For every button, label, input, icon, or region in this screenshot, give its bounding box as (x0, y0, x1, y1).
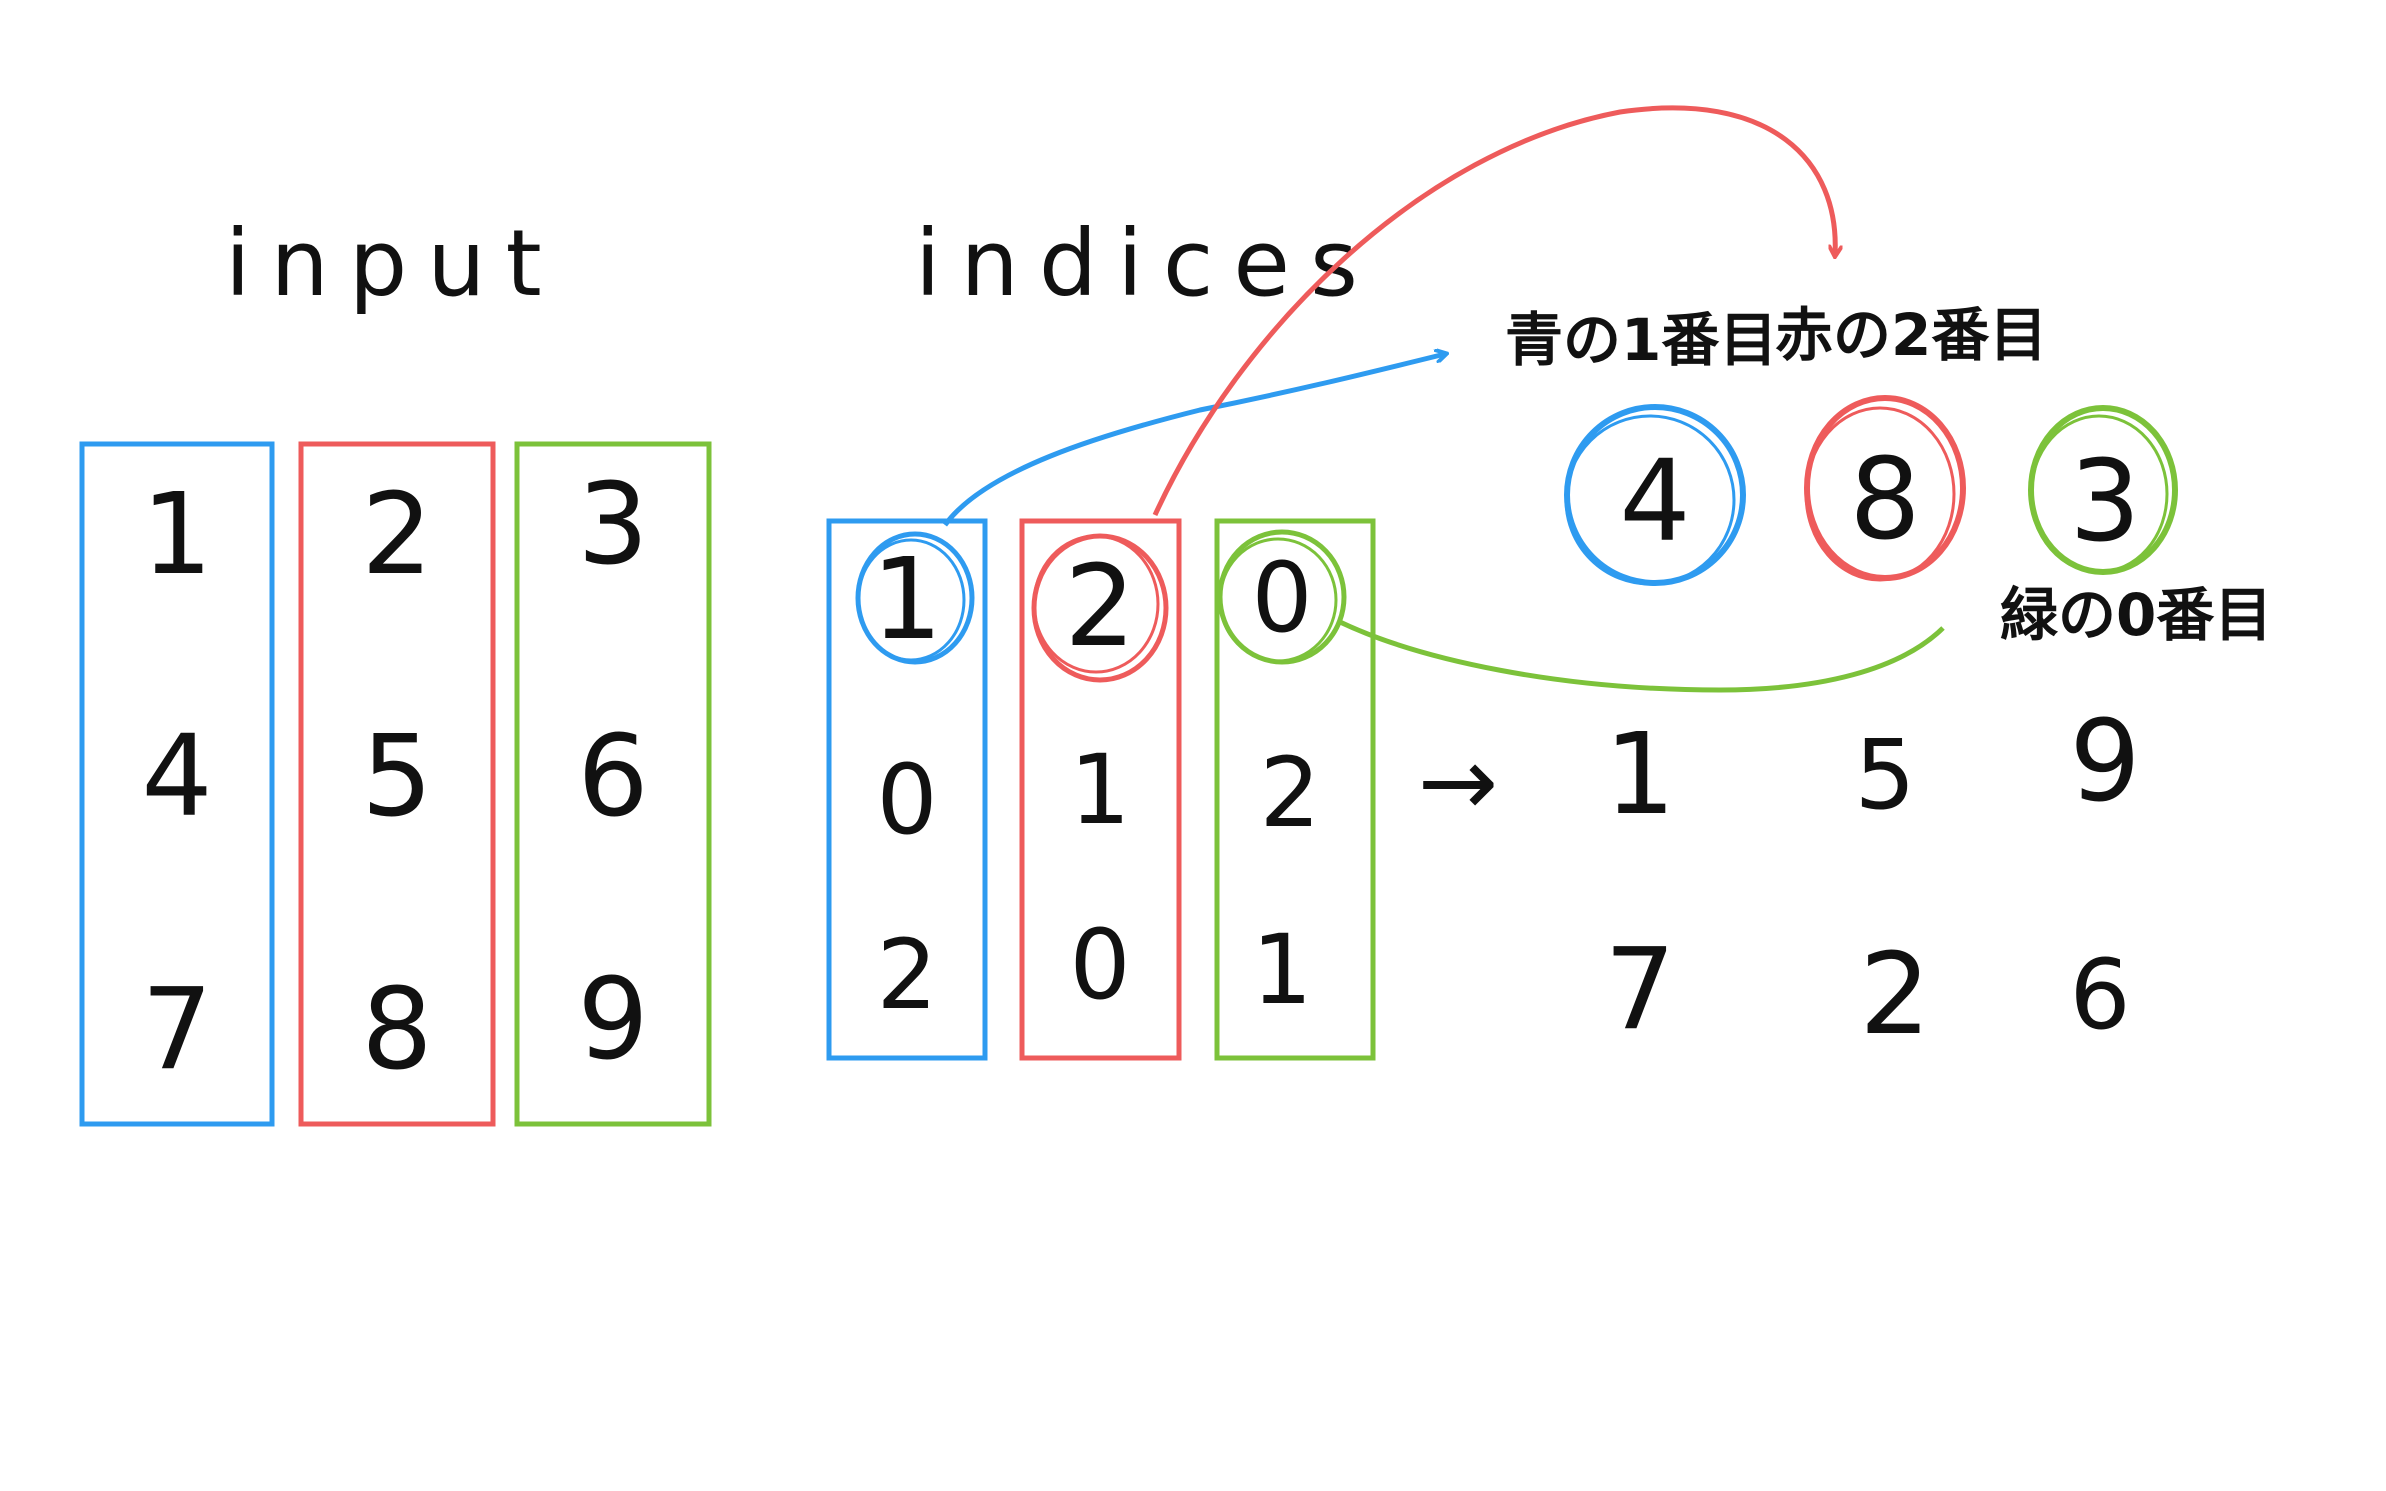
input-column-red-box (298, 441, 496, 1127)
output-cell: 5 (1854, 719, 1915, 831)
input-cell: 4 (141, 712, 212, 842)
indices-cell: 2 (1064, 542, 1135, 672)
output-circled-value: 3 (2069, 437, 2140, 567)
output-red-circle-trace (1804, 406, 1956, 582)
output-circled-value: 4 (1619, 437, 1690, 567)
input-cell: 6 (577, 712, 648, 842)
input-cell: 3 (577, 460, 648, 590)
blue-note: 青の1番目 (1505, 306, 1777, 374)
input-label: input (225, 210, 562, 317)
input-cell: 1 (141, 470, 212, 600)
output-blue-circle-trace (1564, 414, 1736, 586)
input-column-green-box (514, 441, 712, 1127)
red-note: 赤の2番目 (1775, 301, 2047, 369)
indices-column-green-box (1214, 518, 1376, 1061)
indices-column-blue-box (826, 518, 988, 1061)
input-cell: 5 (361, 712, 432, 842)
green-pointer-line (1338, 619, 1945, 693)
indices-cell: 1 (871, 535, 942, 665)
output-cell: 6 (2069, 939, 2130, 1051)
indices-cell: 0 (876, 744, 937, 856)
input-cell: 2 (361, 470, 432, 600)
input-cell: 7 (141, 965, 212, 1095)
result-arrow: → (1418, 726, 1498, 838)
indices-first-red-circle-trace (1032, 534, 1160, 674)
indices-cell: 0 (1251, 542, 1312, 654)
output-cell: 2 (1859, 930, 1930, 1060)
indices-column-red-box (1019, 518, 1182, 1061)
input-cell: 8 (361, 965, 432, 1095)
indices-cell: 2 (876, 919, 937, 1031)
output-cell: 7 (1604, 925, 1675, 1055)
indices-label: indices (915, 210, 1378, 317)
output-cell: 1 (1604, 710, 1675, 840)
blue-pointer-arrow (942, 354, 1445, 527)
indices-first-green-circle-trace (1218, 537, 1338, 663)
green-note: 緑の0番目 (2000, 581, 2272, 649)
input-column-blue-box (79, 441, 275, 1127)
red-pointer-arrow (1152, 105, 1835, 517)
indices-cell: 0 (1069, 909, 1130, 1021)
indices-cell: 1 (1069, 734, 1130, 846)
output-cell: 9 (2069, 697, 2140, 827)
indices-cell: 2 (1259, 737, 1320, 849)
input-cell: 9 (577, 955, 648, 1085)
output-green-circle-trace (2029, 414, 2169, 574)
indices-first-blue-circle-trace (856, 538, 966, 662)
indices-cell: 1 (1251, 914, 1312, 1026)
output-circled-value: 8 (1849, 435, 1920, 565)
